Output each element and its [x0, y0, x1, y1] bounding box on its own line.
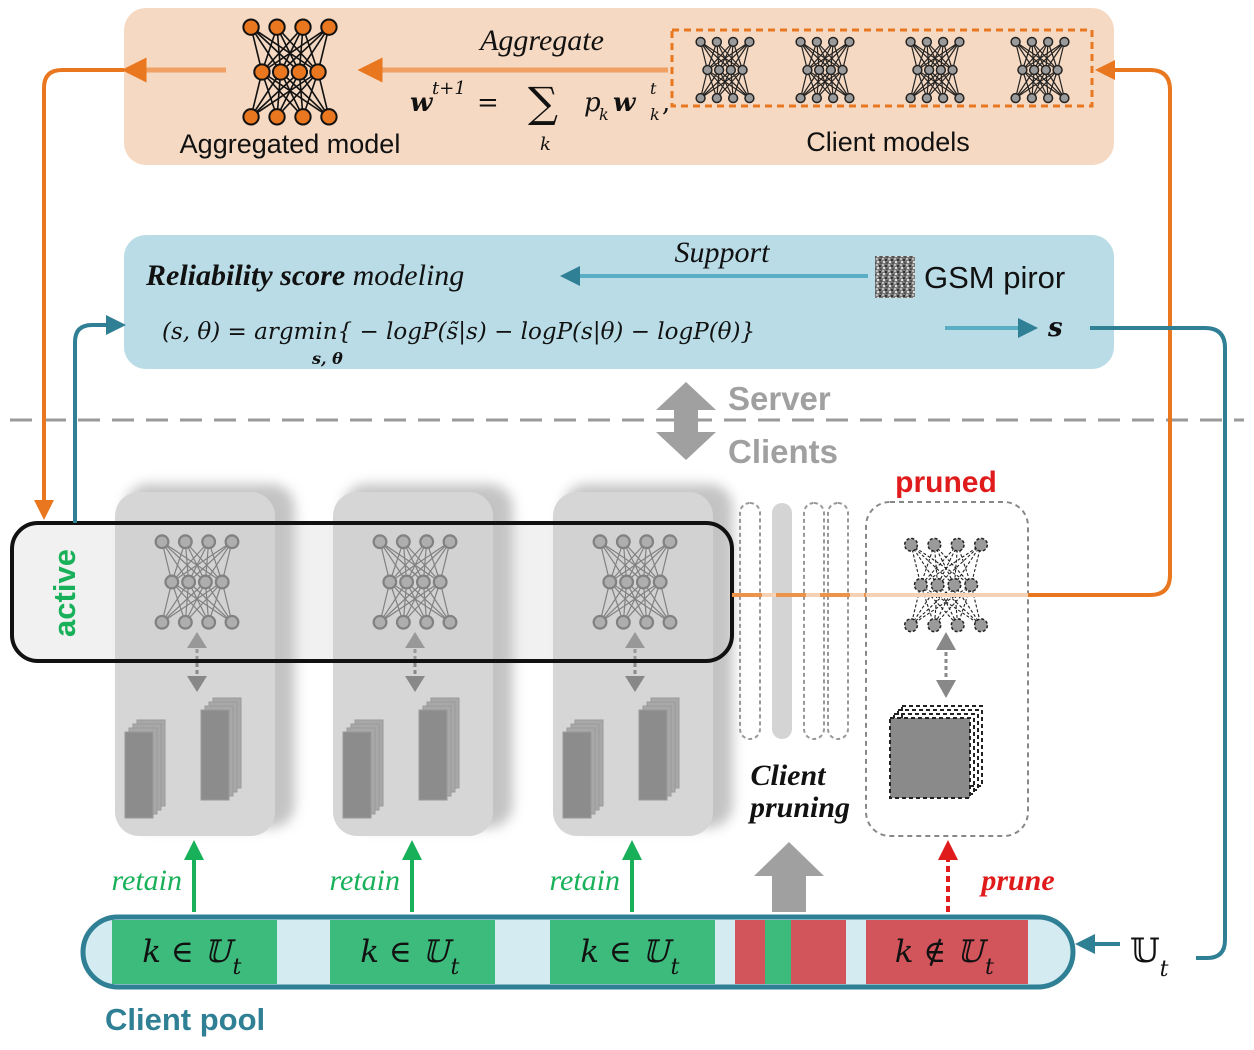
aggregated-model-label: Aggregated model [180, 129, 401, 159]
client-model-icon [695, 36, 755, 104]
aggregation-panel [124, 8, 1114, 165]
svg-text:w: w [613, 88, 637, 118]
retain-arrows: retain retain retain [111, 840, 642, 912]
svg-text:w: w [410, 88, 434, 118]
retain-label: retain [111, 864, 182, 897]
client-pruning-up-arrow-icon [754, 842, 824, 912]
aggregated-model-network-icon [242, 18, 338, 126]
pruned-dataset-cube-icon [889, 705, 983, 799]
client-network-icon [592, 534, 678, 630]
pruned-network-icon [903, 537, 989, 633]
active-label: active [47, 549, 82, 637]
reliability-title: Reliability score modeling [145, 259, 464, 292]
reliability-formula-sub: s, θ [311, 349, 343, 368]
teal-loop-left [73, 315, 126, 523]
client-pruning-label-2: pruning [747, 791, 850, 824]
svg-text:p: p [584, 88, 601, 118]
aggregate-label: Aggregate [478, 24, 604, 57]
server-clients-double-arrow-icon [656, 382, 716, 460]
client-card [115, 484, 295, 836]
svg-text:k ∈ 𝕌: k ∈ 𝕌 [580, 934, 674, 970]
pruned-card [865, 501, 1029, 837]
svg-text:=: = [477, 88, 499, 118]
client-model-icon [905, 36, 965, 104]
retain-label: retain [549, 864, 620, 897]
client-card [333, 484, 513, 836]
pruned-label: pruned [895, 466, 997, 499]
svg-text:k: k [650, 105, 660, 124]
output-s-symbol: s [1047, 313, 1063, 343]
support-label: Support [674, 236, 770, 269]
server-label: Server [728, 380, 831, 417]
svg-text:k: k [599, 105, 609, 124]
svg-text:t: t [985, 955, 994, 980]
client-model-icon [1010, 36, 1070, 104]
svg-text:t: t [671, 955, 680, 980]
gsm-prior-label: GSM piror [924, 260, 1065, 295]
retain-label: retain [329, 864, 400, 897]
client-pruning-bars [739, 502, 849, 740]
svg-text:k ∉ 𝕌: k ∉ 𝕌 [895, 934, 989, 970]
svg-text:t: t [650, 79, 657, 98]
client-data-icon [124, 697, 242, 819]
reliability-formula: (s, θ) = argmin{ − logP(s̃|s) − logP(s|θ… [162, 319, 755, 345]
client-pool-title: Client pool [105, 1002, 265, 1037]
svg-text:t+1: t+1 [432, 78, 466, 99]
svg-text:,: , [662, 88, 670, 118]
pool-mixed-segments [735, 920, 846, 984]
client-model-icon [795, 36, 855, 104]
client-data-icon [342, 697, 460, 819]
client-network-icon [154, 534, 240, 630]
client-data-icon [562, 697, 680, 819]
pruned-internal-arrow [936, 632, 956, 698]
orange-loop-left [34, 68, 124, 520]
gsm-noise-icon [875, 256, 915, 298]
prune-label: prune [978, 864, 1054, 897]
svg-text:∑: ∑ [528, 78, 558, 127]
reliability-panel [124, 235, 1114, 369]
ut-symbol: 𝕌t [1130, 931, 1169, 982]
svg-text:t: t [233, 955, 242, 980]
svg-text:t: t [451, 955, 460, 980]
client-cards [115, 484, 733, 836]
client-models-box [670, 28, 1094, 108]
client-pruning-label-1: Client [750, 759, 827, 792]
client-models-label: Client models [806, 127, 970, 157]
client-models-icons [695, 36, 1070, 104]
teal-loop-right [1090, 326, 1227, 960]
orange-loop-right [1028, 60, 1172, 597]
client-network-icon [372, 534, 458, 630]
svg-text:k ∈ 𝕌: k ∈ 𝕌 [142, 934, 236, 970]
clients-label: Clients [728, 433, 838, 470]
aggregation-formula: w t+1 = ∑ k p k w t k , [410, 78, 670, 155]
svg-text:k ∈ 𝕌: k ∈ 𝕌 [360, 934, 454, 970]
svg-text:k: k [540, 134, 551, 155]
active-frame [10, 521, 734, 663]
client-card [553, 484, 733, 836]
